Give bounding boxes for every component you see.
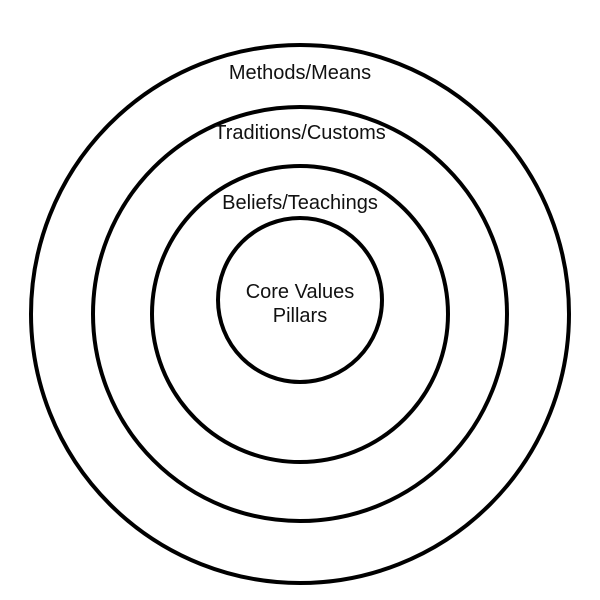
- label-methods-means: Methods/Means: [229, 62, 371, 84]
- label-traditions-customs: Traditions/Customs: [214, 122, 386, 144]
- label-core-values: Core Values: [246, 281, 355, 303]
- ring-core-values: [216, 216, 384, 384]
- label-pillars: Pillars: [273, 305, 327, 327]
- ring-traditions-customs: [91, 105, 509, 523]
- ring-beliefs-teachings: [150, 164, 450, 464]
- label-beliefs-teachings: Beliefs/Teachings: [222, 192, 378, 214]
- ring-methods-means: [29, 43, 571, 585]
